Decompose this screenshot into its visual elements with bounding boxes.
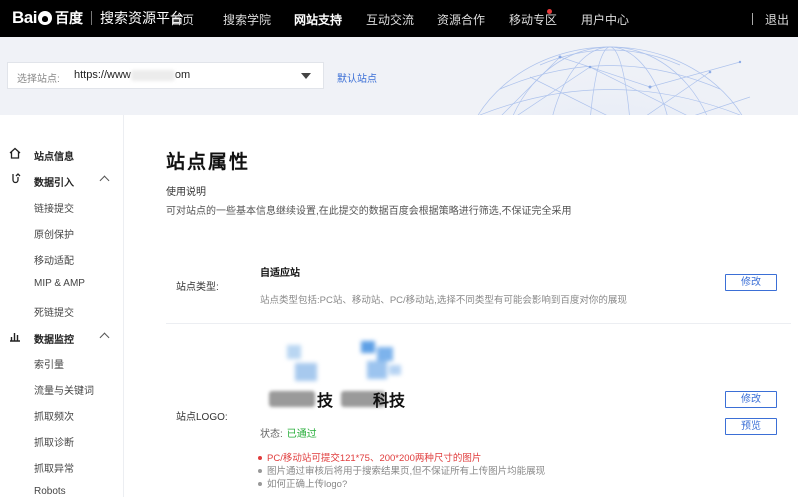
baidu-logo[interactable]: Bai 百度 搜索资源平台 xyxy=(12,8,184,28)
logo-text-2: 科技 xyxy=(373,393,406,410)
nav-site-support[interactable]: 网站支持 xyxy=(294,13,343,27)
page-title: 站点属性 xyxy=(166,152,251,173)
sidebar-item-mip-amp[interactable]: MIP & AMP xyxy=(34,278,85,289)
sidebar-group-data-monitor[interactable]: 数据监控 xyxy=(0,328,124,346)
edit-site-type-button[interactable]: 修改 xyxy=(725,274,777,291)
sidebar-item-link-submit[interactable]: 链接提交 xyxy=(34,204,74,215)
status-approved-text: 已通过 xyxy=(286,429,317,440)
logo-note-help[interactable]: 如何正确上传logo? xyxy=(258,476,347,490)
redacted-block xyxy=(269,391,315,407)
usage-text: 可对站点的一些基本信息继续设置,在此提交的数据百度会根据策略进行筛选,不保证完全… xyxy=(166,206,572,217)
how-to-upload-logo-link[interactable]: 如何正确上传logo? xyxy=(267,479,348,490)
sidebar-item-dead-link[interactable]: 死链提交 xyxy=(34,308,74,319)
logo-du-text: 百度 xyxy=(54,10,83,26)
logo-note-review: 图片通过审核后将用于搜索结果页,但不保证所有上传图片均能展现 xyxy=(258,463,545,477)
redacted-block xyxy=(130,69,175,81)
chevron-up-icon[interactable] xyxy=(99,332,110,343)
bar-chart-icon xyxy=(10,333,20,342)
logo-image-large xyxy=(361,341,401,379)
sidebar-item-index-volume[interactable]: 索引量 xyxy=(34,360,64,371)
sidebar-item-traffic-keywords[interactable]: 流量与关键词 xyxy=(34,386,94,397)
sidebar-group-label: 站点信息 xyxy=(34,152,74,163)
data-import-icon xyxy=(12,173,21,184)
nav-home[interactable]: 首页 xyxy=(170,13,195,27)
preview-logo-button[interactable]: 预览 xyxy=(725,418,777,435)
site-type-value: 自适应站 xyxy=(260,268,300,279)
nav-user-center[interactable]: 用户中心 xyxy=(581,13,630,27)
logo-text-1: 技 xyxy=(317,393,334,410)
nav-divider xyxy=(752,13,753,25)
sidebar-item-crawl-errors[interactable]: 抓取异常 xyxy=(34,464,74,475)
sidebar: 站点信息 数据引入 链接提交 原创保护 移动适配 MIP & AMP 死链提交 … xyxy=(0,115,124,497)
sidebar-group-label: 数据监控 xyxy=(34,335,74,346)
top-navigation-bar: Bai 百度 搜索资源平台 首页 搜索学院 网站支持 互动交流 资源合作 移动专… xyxy=(0,0,798,37)
site-type-label: 站点类型: xyxy=(176,282,219,293)
platform-name: 搜索资源平台 xyxy=(99,10,184,26)
logout-link[interactable]: 退出 xyxy=(765,13,790,27)
logo-image-small xyxy=(287,345,317,381)
logo-note-size: PC/移动站可提交121*75、200*200两种尺寸的图片 xyxy=(258,450,481,464)
sidebar-group-data-import[interactable]: 数据引入 xyxy=(0,171,124,189)
chevron-up-icon[interactable] xyxy=(99,175,110,186)
site-type-description: 站点类型包括:PC站、移动站、PC/移动站,选择不同类型有可能会影响到百度对你的… xyxy=(260,295,627,306)
sidebar-item-robots[interactable]: Robots xyxy=(34,486,66,497)
home-icon xyxy=(9,147,21,159)
row-divider xyxy=(166,323,791,324)
redacted-block xyxy=(341,391,385,407)
site-select-label: 选择站点: xyxy=(17,74,60,85)
sidebar-group-label: 数据引入 xyxy=(34,178,74,189)
logo-bai-text: Bai xyxy=(12,8,37,27)
chevron-down-icon[interactable] xyxy=(301,73,311,79)
sidebar-item-crawl-frequency[interactable]: 抓取频次 xyxy=(34,412,74,423)
default-site-link[interactable]: 默认站点 xyxy=(337,74,377,85)
sidebar-item-original-protection[interactable]: 原创保护 xyxy=(34,230,74,241)
main-content: 站点属性 使用说明 可对站点的一些基本信息继续设置,在此提交的数据百度会根据策略… xyxy=(125,115,798,497)
globe-decoration-icon xyxy=(477,46,751,115)
site-logo-label: 站点LOGO: xyxy=(176,412,228,423)
nav-academy[interactable]: 搜索学院 xyxy=(223,13,272,27)
logo-status: 状态:已通过 xyxy=(260,429,317,440)
logo-divider xyxy=(90,11,92,25)
sidebar-item-crawl-diagnosis[interactable]: 抓取诊断 xyxy=(34,438,74,449)
edit-logo-button[interactable]: 修改 xyxy=(725,391,777,408)
nav-cooperation[interactable]: 资源合作 xyxy=(437,13,486,27)
sidebar-item-mobile-adapt[interactable]: 移动适配 xyxy=(34,256,74,267)
usage-title: 使用说明 xyxy=(166,187,206,198)
sidebar-group-site-info[interactable]: 站点信息 xyxy=(0,145,124,163)
nav-notification-dot xyxy=(547,9,552,14)
baidu-paw-icon xyxy=(37,11,52,25)
nav-mobile-zone[interactable]: 移动专区 xyxy=(509,13,558,27)
nav-interaction[interactable]: 互动交流 xyxy=(366,13,415,27)
